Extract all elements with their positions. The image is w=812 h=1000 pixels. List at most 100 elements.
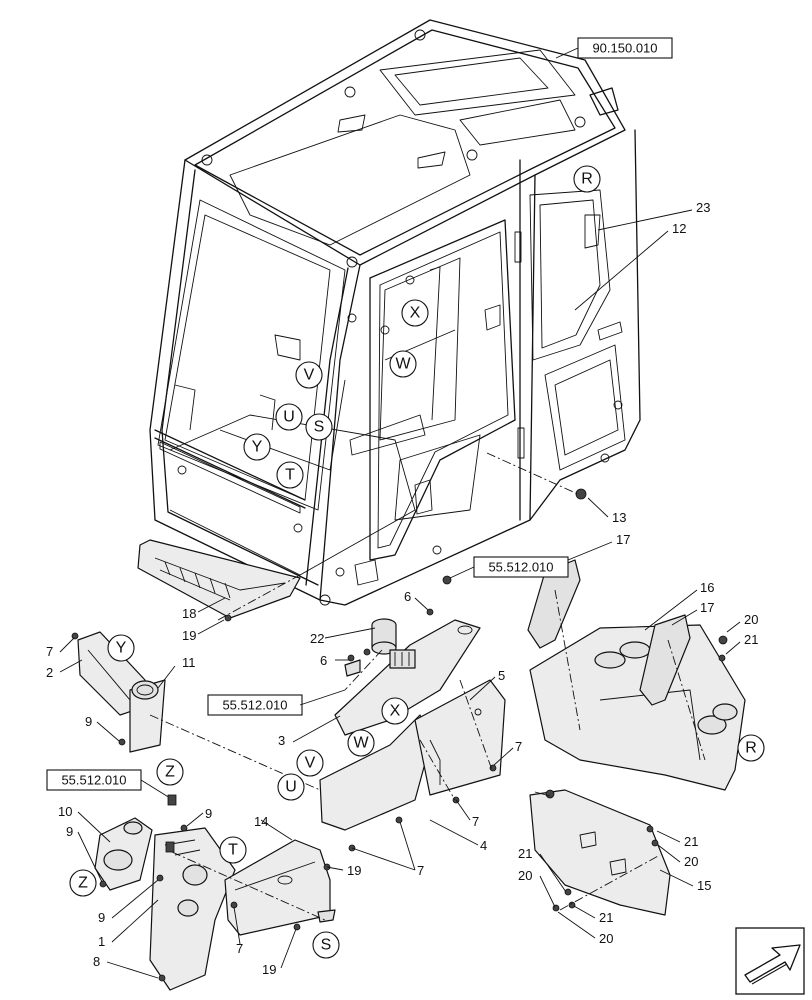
callout-19c: 19 — [262, 962, 276, 977]
svg-text:R: R — [745, 740, 757, 757]
callout-21d: 21 — [599, 910, 613, 925]
part-14-trim — [224, 839, 336, 936]
letter-W1: W — [389, 350, 417, 378]
callout-2: 2 — [46, 665, 53, 680]
callout-20c: 20 — [518, 868, 532, 883]
callout-15: 15 — [697, 878, 711, 893]
letter-W2: W — [347, 729, 375, 757]
callout-21a: 21 — [744, 632, 758, 647]
callout-3: 3 — [278, 733, 285, 748]
callout-22: 22 — [310, 631, 324, 646]
fasteners — [71, 488, 728, 982]
letter-Z1: Z — [156, 758, 184, 786]
callout-7c: 7 — [472, 814, 479, 829]
part-22-knob — [371, 618, 397, 655]
ref-box-left-mid: 55.512.010 — [207, 694, 303, 716]
assembly-lines — [149, 452, 706, 921]
letter-R1: R — [573, 165, 601, 193]
callout-9b: 9 — [66, 824, 73, 839]
leader-lines — [59, 47, 741, 979]
ref-left-mid-label: 55.512.010 — [222, 698, 287, 713]
part-17-armrest-a — [527, 559, 581, 649]
letter-R2: R — [737, 734, 765, 762]
part-10-outlet — [94, 817, 153, 891]
svg-text:X: X — [410, 305, 421, 322]
callout-20d: 20 — [599, 931, 613, 946]
callout-7d: 7 — [417, 863, 424, 878]
svg-text:T: T — [228, 842, 238, 859]
part-1-panel — [149, 827, 236, 991]
svg-text:W: W — [395, 356, 411, 373]
part-11-outlet — [129, 679, 166, 753]
callout-numbers: 23 12 13 17 16 17 20 21 18 19 22 6 6 7 2… — [46, 200, 758, 977]
callout-17a: 17 — [616, 532, 630, 547]
svg-text:Y: Y — [116, 640, 127, 657]
svg-text:V: V — [304, 367, 315, 384]
svg-text:U: U — [283, 409, 295, 426]
callout-21c: 21 — [518, 846, 532, 861]
callout-1: 1 — [98, 934, 105, 949]
callout-10: 10 — [58, 804, 72, 819]
letter-U2: U — [277, 773, 305, 801]
callout-6a: 6 — [404, 589, 411, 604]
callout-4: 4 — [480, 838, 487, 853]
ref-left-low-label: 55.512.010 — [61, 773, 126, 788]
callout-19a: 19 — [182, 628, 196, 643]
callout-6b: 6 — [320, 653, 327, 668]
cab-frame — [149, 19, 641, 606]
callout-20a: 20 — [744, 612, 758, 627]
letter-U1: U — [275, 403, 303, 431]
svg-text:Z: Z — [78, 875, 88, 892]
letter-S2: S — [312, 931, 340, 959]
svg-text:S: S — [321, 937, 332, 954]
callout-7e: 7 — [236, 941, 243, 956]
svg-text:Y: Y — [252, 439, 263, 456]
svg-text:S: S — [314, 419, 325, 436]
callout-12: 12 — [672, 221, 686, 236]
callout-7a: 7 — [46, 644, 53, 659]
svg-text:T: T — [285, 467, 295, 484]
letter-Y2: Y — [107, 634, 135, 662]
letter-V1: V — [295, 361, 323, 389]
letter-S1: S — [305, 413, 333, 441]
callout-21b: 21 — [684, 834, 698, 849]
letter-T1: T — [276, 461, 304, 489]
ref-right-mid-label: 55.512.010 — [488, 560, 553, 575]
arrow-icon[interactable] — [735, 927, 805, 995]
callout-19b: 19 — [347, 863, 361, 878]
callout-17b: 17 — [700, 600, 714, 615]
part-15-panel — [529, 789, 671, 916]
letter-Y1: Y — [243, 433, 271, 461]
svg-text:X: X — [390, 703, 401, 720]
svg-text:W: W — [353, 735, 369, 752]
part-6-console — [334, 619, 481, 736]
callout-5: 5 — [498, 668, 505, 683]
callout-23: 23 — [696, 200, 710, 215]
callout-8: 8 — [93, 954, 100, 969]
part-3-cover — [319, 714, 431, 831]
part-18-panel — [137, 539, 301, 619]
callout-18: 18 — [182, 606, 196, 621]
callout-13: 13 — [612, 510, 626, 525]
callout-9c: 9 — [205, 806, 212, 821]
callout-9a: 9 — [85, 714, 92, 729]
svg-text:U: U — [285, 779, 297, 796]
letter-V2: V — [296, 749, 324, 777]
callout-20b: 20 — [684, 854, 698, 869]
part-17-armrest-b — [639, 614, 691, 706]
svg-text:R: R — [581, 171, 593, 188]
part-5-panel — [414, 679, 506, 796]
callout-16: 16 — [700, 580, 714, 595]
callout-14: 14 — [254, 814, 268, 829]
ref-box-left-low: 55.512.010 — [46, 769, 142, 791]
ref-top-label: 90.150.010 — [592, 41, 657, 56]
svg-text:Z: Z — [165, 764, 175, 781]
letter-X1: X — [401, 299, 429, 327]
part-16-console — [529, 624, 746, 791]
callout-7b: 7 — [515, 739, 522, 754]
callout-9d: 9 — [98, 910, 105, 925]
svg-text:V: V — [305, 755, 316, 772]
ref-box-right-mid: 55.512.010 — [473, 556, 569, 578]
callout-11: 11 — [182, 655, 196, 670]
